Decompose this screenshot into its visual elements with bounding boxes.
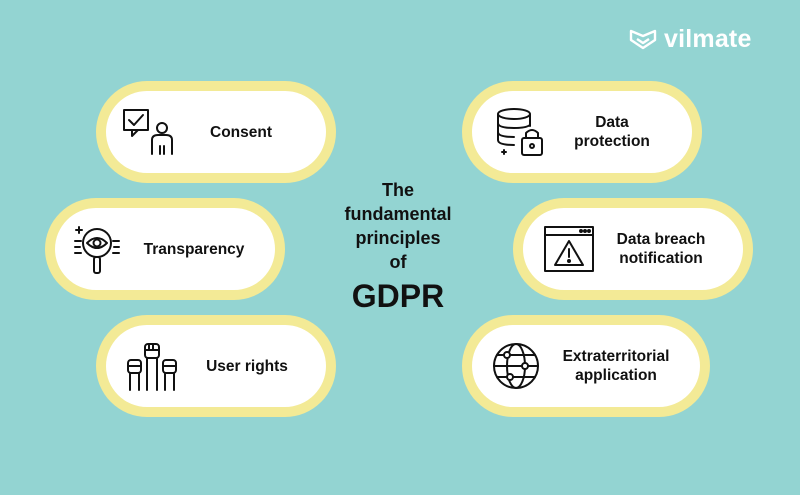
database-lock-icon [490,102,550,162]
principle-transparency: Transparency [45,198,285,300]
warning-window-icon [539,219,599,279]
principle-label: Consent [210,123,272,141]
principle-data-breach-notification: Data breach notification [513,198,753,300]
diagram-title: The fundamental principles of GDPR [318,178,478,316]
principle-label: Extraterritorial application [562,348,670,384]
magnifier-eye-icon [67,219,127,279]
title-line-3: principles [355,228,441,248]
principle-label: User rights [206,357,288,375]
title-line-4: of [389,252,407,272]
principle-data-protection: Data protection [462,81,702,183]
brand-name: vilmate [664,24,752,53]
principle-label: Transparency [143,240,245,258]
principle-consent: Consent [96,81,336,183]
principle-label: Data breach notification [616,231,706,267]
checkbox-person-icon [118,102,178,162]
raised-fists-icon [122,336,182,396]
brand-logo: vilmate [628,22,778,56]
globe-network-icon [486,336,546,396]
title-line-2: fundamental [344,204,452,224]
principle-user-rights: User rights [96,315,336,417]
principle-extraterritorial-application: Extraterritorial application [462,315,710,417]
title-line-1: The [381,180,414,200]
principle-label: Data protection [574,114,650,150]
chevron-badge-icon [628,27,658,51]
title-headline: GDPR [351,278,445,314]
